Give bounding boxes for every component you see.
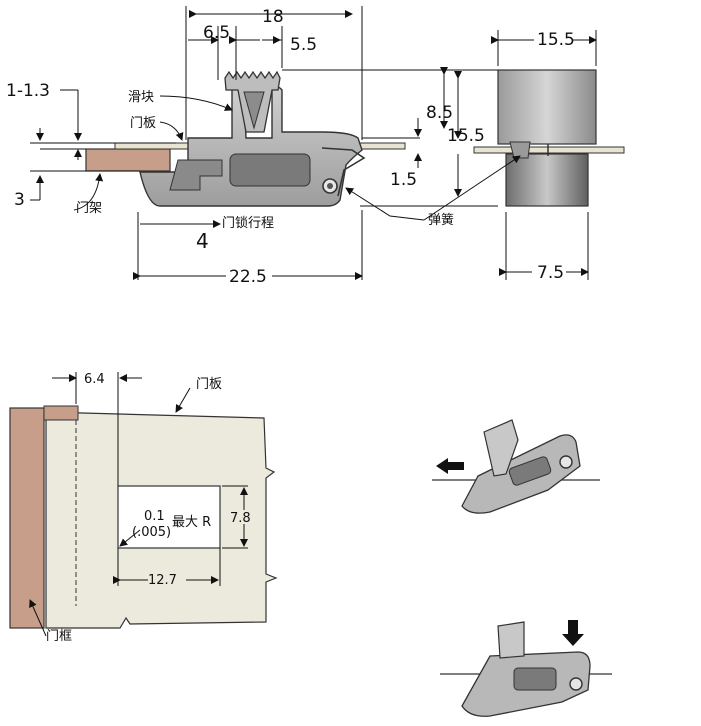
spring [321, 147, 366, 197]
radius-label: 最大 R [172, 515, 211, 530]
dim-8-5: 8.5 [426, 103, 453, 123]
radius-value: 0.1 [144, 509, 165, 524]
dim-3: 3 [14, 190, 25, 210]
side-view: 18 6.5 5.5 15.5 1-1.3 8.5 15.5 3 1.5 4 2… [6, 6, 625, 287]
dim-6-4: 6.4 [84, 372, 105, 387]
latch-slide-teeth [483, 419, 519, 477]
door-frame-strip [9, 407, 45, 629]
dim-15-5-top: 15.5 [537, 30, 575, 50]
dim-18: 18 [262, 7, 284, 27]
side-box-bottom [505, 153, 589, 207]
cutout-opening [117, 485, 221, 549]
slider-grip [243, 91, 265, 130]
door-frame-edge [43, 405, 79, 421]
door-frame-block [85, 148, 171, 172]
arrow-left-icon [436, 458, 464, 474]
dim-7-8: 7.8 [230, 511, 251, 526]
dim-22-5: 22.5 [229, 267, 267, 287]
latch-slot [229, 153, 311, 187]
dim-15-5-side: 15.5 [447, 126, 485, 146]
operation-slide [432, 419, 600, 514]
latch-press-teeth [497, 621, 525, 659]
side-box-panel [473, 146, 625, 154]
arrow-down-icon [562, 620, 584, 646]
dim-1-1-3: 1-1.3 [6, 81, 50, 101]
dim-6-5: 6.5 [203, 23, 230, 43]
cutout-view: 6.4 门板 7.8 12.7 0.1 (.005) 最大 R 门框 [9, 372, 278, 644]
label-spring: 弹簧 [428, 212, 454, 228]
dimension-lines [30, 6, 597, 280]
label-door-panel: 门板 [130, 116, 156, 131]
operation-press [440, 620, 612, 717]
side-box-clip [509, 141, 531, 159]
label-slider: 滑块 [128, 90, 154, 105]
dim-5-5: 5.5 [290, 35, 317, 55]
label-cutout-door-panel: 门板 [196, 377, 222, 392]
latch-hook [169, 159, 223, 191]
dim-4: 4 [196, 229, 209, 253]
dim-7-5: 7.5 [537, 263, 564, 283]
dim-12-7: 12.7 [148, 573, 177, 588]
dim-1-5: 1.5 [390, 170, 417, 190]
radius-inch: (.005) [132, 525, 171, 540]
label-door-frame-2: 门框 [46, 629, 72, 644]
label-door-frame: 门架 [76, 201, 102, 216]
label-travel: 门锁行程 [222, 215, 274, 231]
cutout-dimension-lines [29, 372, 248, 637]
side-box-top [497, 69, 597, 145]
